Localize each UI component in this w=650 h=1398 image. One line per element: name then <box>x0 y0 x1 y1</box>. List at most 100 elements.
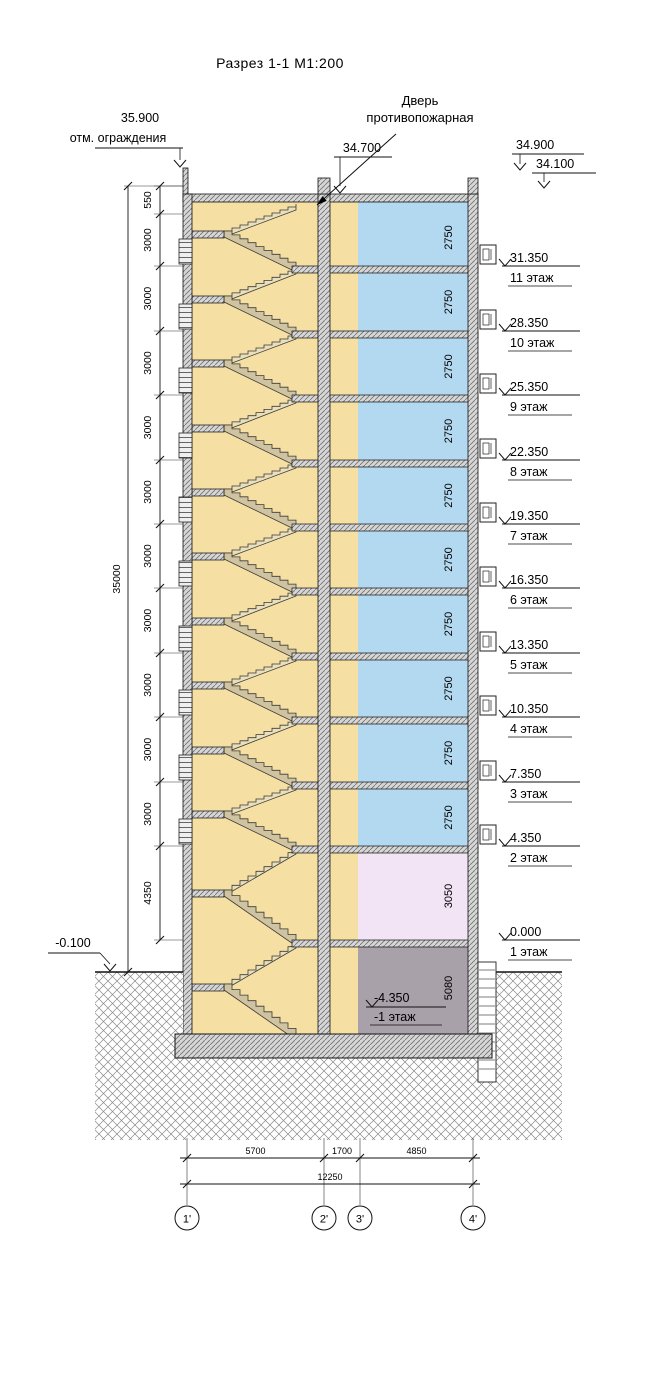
room-height-label: 2750 <box>443 805 455 829</box>
stair-flight <box>223 889 297 947</box>
stair-flight <box>223 983 297 1041</box>
dim-left-segment: 3000 <box>142 480 154 504</box>
stair-flight <box>223 617 297 660</box>
dim-bottom-segment: 1700 <box>332 1146 352 1156</box>
roof-railing <box>182 167 189 195</box>
axis-bubble <box>311 1205 337 1231</box>
apartment-room <box>358 782 468 846</box>
stair-mid-landing <box>191 424 225 433</box>
right-wall <box>467 193 479 1035</box>
stair-flight <box>223 810 297 853</box>
apartment-room <box>358 717 468 782</box>
drawing-title: Разрез 1-1 М1:200 <box>216 55 344 71</box>
apartment-room <box>358 266 468 331</box>
floor-name: 3 этаж <box>510 787 548 801</box>
corridor-strip <box>330 202 358 1034</box>
stair-flight <box>223 359 297 402</box>
elevation-mark-icon <box>173 159 187 168</box>
balcony-door-icon <box>479 631 497 652</box>
floor-elevation: 4.350 <box>510 831 541 845</box>
floor-slabs <box>182 193 479 948</box>
elevation-mark-icon <box>103 963 117 972</box>
stair-flight <box>223 230 297 273</box>
apartment-room <box>358 588 468 653</box>
floor-elevation: 31.350 <box>510 251 548 265</box>
elevation-mark-icon <box>498 709 512 718</box>
apartment-room <box>358 460 468 524</box>
dim-left-segment: 3000 <box>142 802 154 826</box>
room-height-label: 2750 <box>443 225 455 249</box>
floor-elevation: 28.350 <box>510 316 548 330</box>
dim-left-total: 35000 <box>111 564 123 593</box>
parapet-caption: отм. ограждения <box>70 131 167 145</box>
room-height-label: 2750 <box>443 483 455 507</box>
floor-name: 4 этаж <box>510 722 548 736</box>
elevation-mark-icon <box>498 645 512 654</box>
elevation-mark-icon <box>513 162 527 171</box>
axis-label: 1' <box>183 1214 191 1226</box>
elevation-mark-icon <box>498 932 512 941</box>
floor-name: 5 этаж <box>510 658 548 672</box>
room-height-basement: 5080 <box>443 976 455 1000</box>
roof-slab <box>182 193 479 203</box>
stair-window-icon <box>178 238 193 265</box>
balcony-door-icon <box>479 824 497 845</box>
openings <box>178 238 497 845</box>
stair-flight <box>223 424 297 467</box>
floor-elevation: 13.350 <box>510 638 548 652</box>
stair-flight <box>223 552 297 595</box>
fire-door-note-line2: противопожарная <box>366 110 474 125</box>
floor-name: 1 этаж <box>510 945 548 959</box>
balcony-door-icon <box>479 760 497 781</box>
elevation-mark-icon <box>498 387 512 396</box>
dim-left-segment: 3000 <box>142 416 154 440</box>
floor-elevation: 10.350 <box>510 702 548 716</box>
axis-bubble <box>347 1205 373 1231</box>
apartment-room <box>358 331 468 395</box>
stair-flights <box>191 204 297 1041</box>
first-floor-room <box>358 846 468 940</box>
room-height-label: 2750 <box>443 419 455 443</box>
stair-window-icon <box>178 689 193 716</box>
roof-elevation-right-upper: 34.900 <box>516 138 554 152</box>
apartment-room <box>358 653 468 717</box>
basement-room <box>358 940 468 1034</box>
parapet-elevation: 35.900 <box>121 111 159 125</box>
dim-bottom-total: 12250 <box>317 1172 342 1182</box>
foundation-slab <box>174 1033 493 1059</box>
floor-name: 2 этаж <box>510 851 548 865</box>
elevation-mark-icon <box>537 180 551 189</box>
room-height-label: 2750 <box>443 741 455 765</box>
stair-mid-landing <box>191 359 225 368</box>
stair-window-icon <box>178 432 193 459</box>
roof-elevation-left: 34.700 <box>343 141 381 155</box>
balcony-door-icon <box>479 566 497 587</box>
balcony-door-icon <box>479 244 497 265</box>
room-height-label: 2750 <box>443 547 455 571</box>
dim-bottom-segment: 4850 <box>406 1146 426 1156</box>
parapet-middle <box>317 177 331 195</box>
apartment-room <box>358 395 468 460</box>
room-height-label: 2750 <box>443 612 455 636</box>
room-height-label: 2750 <box>443 676 455 700</box>
elevation-mark-icon <box>498 580 512 589</box>
room-height-label: 2750 <box>443 290 455 314</box>
basement-elevation: -4.350 <box>374 991 409 1005</box>
floor-elevation: 7.350 <box>510 767 541 781</box>
walls <box>182 167 479 1035</box>
room-height-first: 3050 <box>443 884 455 908</box>
floor-elevation: 19.350 <box>510 509 548 523</box>
elevation-mark-icon <box>498 838 512 847</box>
stair-mid-landing <box>191 552 225 561</box>
stair-window-icon <box>178 560 193 587</box>
elevation-mark-icon <box>498 774 512 783</box>
stair-window-icon <box>178 818 193 845</box>
balcony-door-icon <box>479 502 497 523</box>
axis-label: 2' <box>320 1214 328 1226</box>
elevation-mark-icon <box>498 516 512 525</box>
dim-left-segment: 3000 <box>142 228 154 252</box>
balcony-door-icon <box>479 373 497 394</box>
